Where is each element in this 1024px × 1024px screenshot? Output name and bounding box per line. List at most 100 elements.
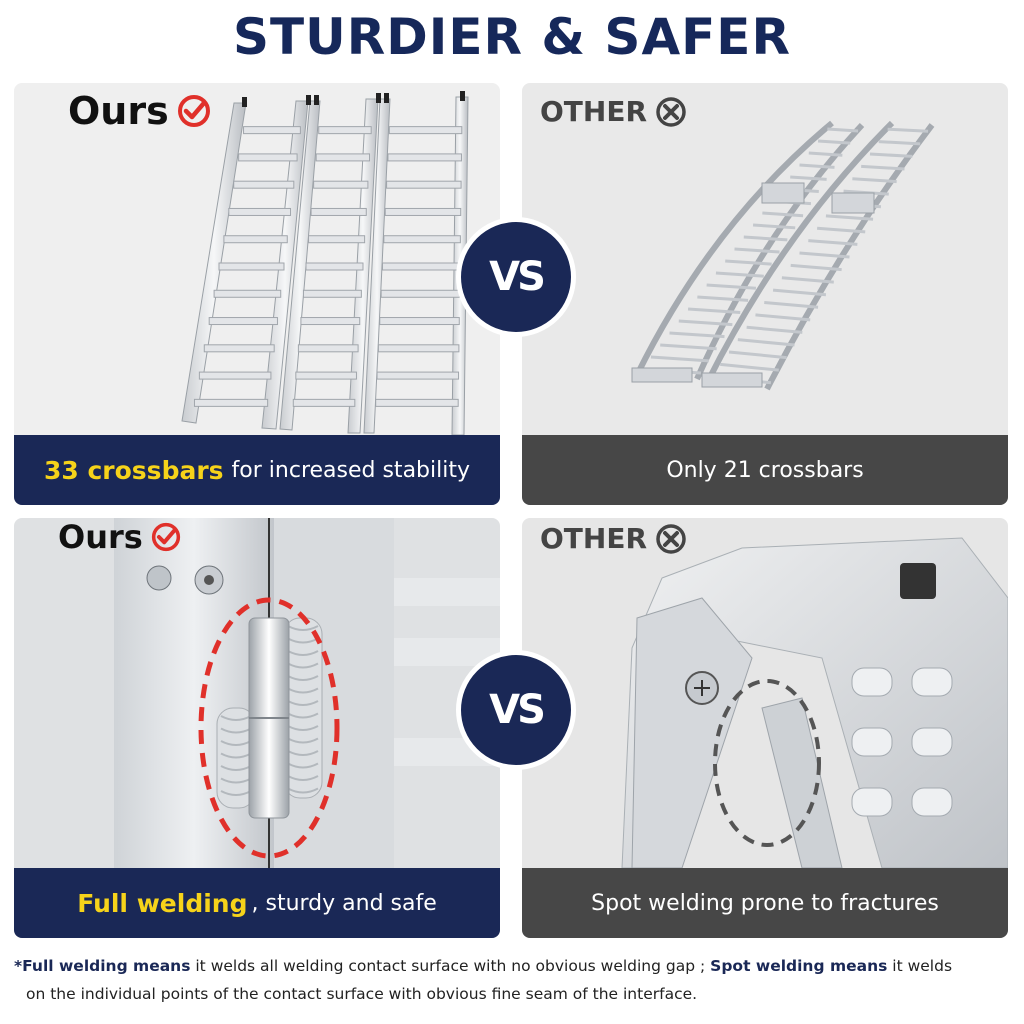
panel-other-crossbars: OTHER Only 21 crossbars [522,83,1008,505]
ramp-crossbar [808,151,843,157]
caption-text: for increased stability [231,457,470,483]
ramp-crossbar [297,344,359,353]
other-label: OTHER [540,522,648,555]
weld-bead-line [287,662,319,669]
ramp-crossbar [728,350,787,360]
ramp-crossbar [743,235,788,242]
caption-ours-crossbars: 33 crossbars for increased stability [14,435,500,505]
vs-badge-top: VS [456,217,576,337]
footnote-term-full-welding: Full welding means [22,957,191,975]
ramp-crossbar [198,371,272,380]
ramp-crossbar [295,371,357,380]
page-title: STURDIER & SAFER [233,8,791,66]
ramp-crossbar [772,288,827,297]
ramp-crossbar [660,343,717,351]
ramp-crossbar [375,398,459,407]
panel-ours-welding: Ours Full welding , sturdy and safe [14,518,500,938]
spot-welding-hinge-image [621,537,1008,868]
ramp-crossbar [387,153,462,162]
ramp-crossbar [318,126,372,135]
weld-bead-line [220,727,252,734]
ours-label: Ours [58,518,143,556]
weld-bead-line [220,777,252,784]
ramp-crossbar [376,371,460,380]
arched-ramps-image [631,120,935,391]
ramp-crossbar [384,207,462,216]
ramp-crossbar [790,263,842,272]
ramp-crossbar [762,211,804,218]
weld-bead-line [287,650,319,656]
ramp-crossbar [817,226,866,234]
ramp-crossbar [790,175,827,181]
ramp-crossbar [383,235,461,244]
ramp-crossbar [799,251,850,259]
ramp-crossbar [310,207,367,216]
ramp-crossbar [377,344,460,353]
panel-other-welding: OTHER Spot welding prone to fractures [522,518,1008,938]
ramp-crossbar [887,127,929,133]
ours-badge: Ours [68,89,211,133]
ramp-crossbar [308,235,366,244]
footnote-text-2: it welds [887,957,953,975]
ramp-crossbar [228,207,292,216]
ramp-crossbar [386,180,462,189]
weld-bead-line [287,712,319,719]
ramp-crossbar [678,319,733,327]
caption-ours-welding: Full welding , sturdy and safe [14,868,500,938]
ramp-crossbar [315,153,371,162]
ramp-crossbar [208,317,278,326]
footnote-term-spot-welding: Spot welding means [710,957,888,975]
weld-bead-line [220,765,252,771]
ramp-crossbar [737,338,795,347]
folding-ramp-image [181,91,469,435]
weld-bead-line [287,687,319,694]
weld-bead-line [220,752,252,759]
ramp-crossbar [869,152,913,158]
weld-bead-line [220,790,252,796]
check-circle-icon [151,522,181,552]
ramp-crossbar [382,262,461,271]
ramp-crossbar [764,301,819,309]
ramp-crossbar [669,331,725,339]
ramp-crossbar [852,177,897,184]
weld-bead-line [287,625,319,631]
footnote-line-2: on the individual points of the contact … [26,985,698,1003]
ramp-crossbar [752,223,796,230]
ramp-crossbar [755,313,811,322]
weld-bead-line [287,725,319,731]
weld-bead-line [287,750,319,756]
weld-bead-line [220,740,252,746]
ramp-crossbar [817,139,851,145]
ramp-crossbar [734,247,780,254]
footnote-line-1: *Full welding means it welds all welding… [14,952,1014,980]
caption-other-welding: Spot welding prone to fractures [522,868,1008,938]
weld-bead-line [287,700,319,706]
x-circle-icon [655,523,687,555]
other-label: OTHER [540,95,648,128]
ramp-crossbar [300,317,361,326]
x-circle-icon [655,96,687,128]
other-badge: OTHER [540,95,687,128]
ramp-crossbar [313,180,369,189]
footnote-text-1: it welds all welding contact surface wit… [190,957,711,975]
ramp-crossbar [388,126,463,135]
ramp-crossbar [233,180,295,189]
ramp-crossbar [302,289,362,298]
panel-ours-crossbars: Ours [14,83,500,505]
caption-highlight: 33 crossbars [43,455,224,485]
caption-other-crossbars: Only 21 crossbars [522,435,1008,505]
ramp-crossbar [808,239,858,246]
ramp-crossbar [746,325,803,334]
ramp-crossbar [725,259,772,266]
ramp-crossbar [238,153,298,162]
ramp-crossbar [650,355,709,363]
ramp-crossbar [243,126,301,135]
full-welding-hinge-image [114,518,500,868]
weld-bead-line [287,762,319,769]
ramp-crossbar [720,362,779,372]
ramp-crossbar [861,164,905,171]
other-badge: OTHER [540,522,687,555]
ramp-crossbar [379,317,460,326]
check-circle-icon [177,94,211,128]
ramp-crossbar [292,398,356,407]
